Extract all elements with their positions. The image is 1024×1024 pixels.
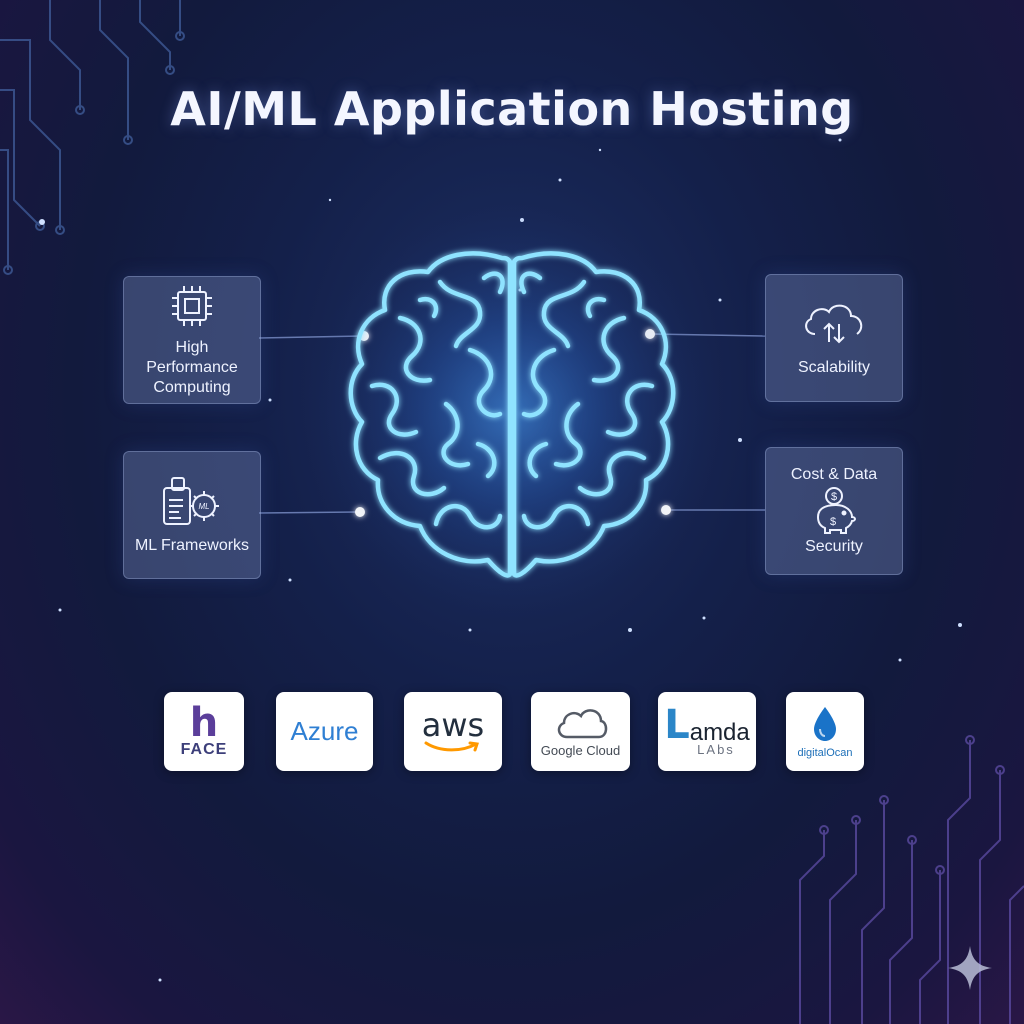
azure-name: Azure (290, 716, 359, 746)
feature-label-scalability: Scalability (797, 359, 871, 376)
feature-label-ml-frameworks: ML Frameworks (134, 537, 250, 554)
feature-card-cost-security: Cost & Data $ $ Security (765, 447, 903, 575)
ml-gear-document-icon: ML (163, 477, 219, 525)
logo-hugging-face: h FACE (164, 692, 244, 771)
lambda-mark: L (664, 702, 690, 748)
hf-name: FACE (180, 740, 228, 758)
feature-card-hpc: High Performance Computing (123, 276, 261, 404)
water-drop-icon (814, 706, 836, 741)
logo-google-cloud: Google Cloud (531, 692, 630, 771)
cloud-outline-icon (557, 709, 607, 739)
circuit-traces-bottom-right (799, 735, 1024, 1024)
aws-name: aws (421, 705, 485, 744)
feature-card-ml-frameworks: ML ML Frameworks (123, 451, 261, 579)
feature-label-hpc: High Performance Computing (146, 339, 238, 396)
logo-aws: aws (404, 692, 502, 771)
brain-icon (348, 251, 676, 578)
cpu-chip-icon (172, 286, 212, 326)
aws-smile-icon (424, 741, 479, 751)
logo-digitalocean: digitalOcan (786, 692, 864, 771)
feature-label-cost-bottom: Security (805, 538, 863, 555)
piggy-bank-dollar-icon: $ $ (816, 487, 856, 534)
digitalocean-name: digitalOcan (797, 746, 853, 759)
lambda-name: amda (689, 719, 750, 746)
star-particles (39, 138, 962, 982)
hf-mark: h (189, 699, 219, 746)
circuit-traces-top-left (0, 0, 185, 275)
page-title: AI/ML Application Hosting (170, 82, 854, 136)
svg-text:$: $ (830, 516, 836, 528)
logo-lambda-labs: L amda LAbs (658, 692, 756, 771)
feature-card-scalability: Scalability (765, 274, 903, 402)
sparkle-icon (948, 946, 992, 990)
logo-azure: Azure (276, 692, 373, 771)
lambda-sub: LAbs (697, 742, 735, 757)
feature-label-cost-top: Cost & Data (790, 466, 878, 483)
cloud-arrows-icon (805, 304, 863, 344)
svg-text:ML: ML (198, 502, 209, 511)
svg-text:$: $ (831, 491, 837, 503)
google-cloud-name: Google Cloud (540, 743, 621, 758)
